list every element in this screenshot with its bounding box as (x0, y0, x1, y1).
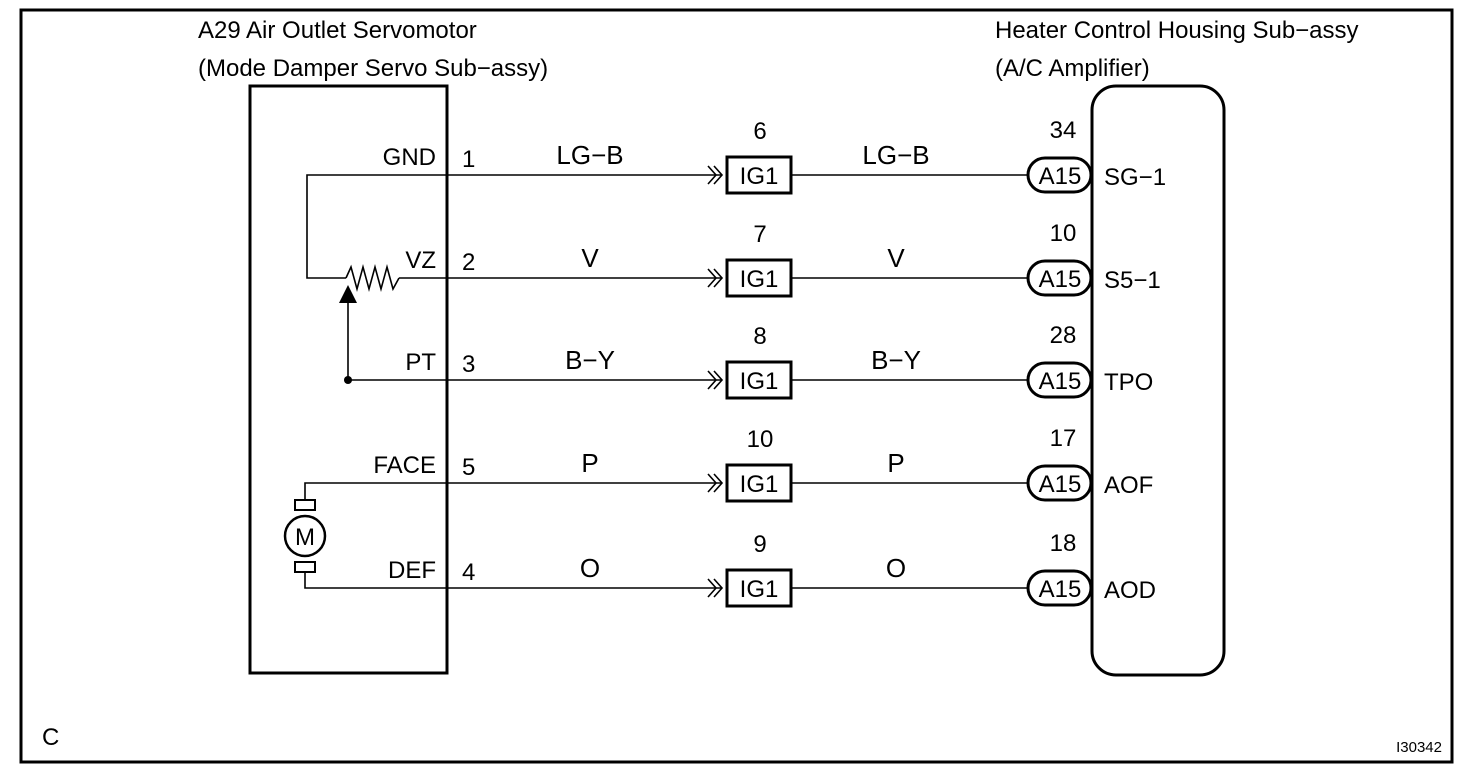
junction-connector-label: IG1 (740, 163, 779, 190)
junction-connector-label: IG1 (740, 266, 779, 293)
wire-color-right: P (887, 448, 904, 478)
amp-pin-number: 34 (1050, 117, 1077, 144)
amp-connector-label: A15 (1039, 163, 1082, 190)
potentiometer-circuit (306, 174, 447, 384)
amp-pin-number: 18 (1050, 530, 1077, 557)
junction-pin-number: 7 (753, 221, 766, 248)
circuit-rows: GND 1 LG−B 6 IG1 LG−B 34 A15 SG−1 VZ 2 V… (373, 117, 1166, 608)
servo-pin-number: 3 (462, 351, 475, 378)
amp-connector-label: A15 (1039, 576, 1082, 603)
circuit-row: PT 3 B−Y 8 IG1 B−Y 28 A15 TPO (405, 322, 1153, 400)
wire-color-right: V (887, 243, 905, 273)
connector-chevron-icon (707, 578, 718, 598)
junction-connector-label: IG1 (740, 576, 779, 603)
left-component-title-line1: A29 Air Outlet Servomotor (198, 17, 477, 44)
connector-chevron-icon (707, 268, 718, 288)
connector-chevron-icon (713, 578, 724, 598)
motor-circuit: M (283, 482, 447, 589)
junction-pin-number: 8 (753, 323, 766, 350)
connector-chevron-icon (713, 473, 724, 493)
figure-code: I30342 (1396, 739, 1442, 756)
amp-pin-number: 10 (1050, 220, 1077, 247)
circuit-row: FACE 5 P 10 IG1 P 17 A15 AOF (373, 425, 1153, 503)
motor-label: M (295, 524, 315, 551)
amp-connector-label: A15 (1039, 368, 1082, 395)
wire-color-left: V (581, 243, 599, 273)
amp-connector-capsule (1026, 464, 1093, 502)
right-component-title-line1: Heater Control Housing Sub−assy (995, 17, 1359, 44)
resistor-symbol (345, 263, 400, 293)
servo-pin-number: 1 (462, 146, 475, 173)
junction-pin-number: 10 (747, 426, 774, 453)
wire-color-left: LG−B (556, 140, 623, 170)
signal-label: VZ (405, 247, 436, 274)
circuit-row: VZ 2 V 7 IG1 V 10 A15 S5−1 (405, 220, 1161, 298)
corner-label: C (42, 724, 59, 751)
amp-connector-capsule (1026, 569, 1093, 607)
signal-label: PT (405, 349, 436, 376)
wire-color-right: B−Y (871, 345, 921, 375)
amp-connector-capsule (1026, 259, 1093, 297)
amp-pin-number: 17 (1050, 425, 1077, 452)
amp-terminal-label: S5−1 (1104, 267, 1161, 294)
signal-label: FACE (373, 452, 436, 479)
wire-color-left: P (581, 448, 598, 478)
connector-chevron-icon (707, 165, 718, 185)
wire-color-right: O (886, 553, 906, 583)
amp-terminal-label: SG−1 (1104, 164, 1166, 191)
amp-terminal-label: AOD (1104, 577, 1156, 604)
left-component-title-line2: (Mode Damper Servo Sub−assy) (198, 55, 548, 82)
gnd-to-resistor-wire (306, 174, 447, 279)
motor-brush-top (294, 499, 316, 511)
signal-label: DEF (388, 557, 436, 584)
connector-chevron-icon (713, 370, 724, 390)
junction-connector-label: IG1 (740, 471, 779, 498)
servo-pin-number: 4 (462, 559, 475, 586)
motor-to-def-wire (304, 572, 447, 589)
wiper-arrow (339, 285, 357, 303)
amp-connector-label: A15 (1039, 266, 1082, 293)
junction-pin-number: 6 (753, 118, 766, 145)
servo-pin-number: 2 (462, 249, 475, 276)
right-component-title-line2: (A/C Amplifier) (995, 55, 1150, 82)
circuit-row: GND 1 LG−B 6 IG1 LG−B 34 A15 SG−1 (383, 117, 1166, 195)
diagram-frame (19, 8, 1454, 764)
circuit-row: DEF 4 O 9 IG1 O 18 A15 AOD (388, 530, 1156, 608)
amp-pin-number: 28 (1050, 322, 1077, 349)
face-to-motor-wire (304, 482, 447, 500)
connector-chevron-icon (707, 473, 718, 493)
amp-connector-capsule (1026, 361, 1093, 399)
connector-chevron-icon (713, 268, 724, 288)
amp-connector-label: A15 (1039, 471, 1082, 498)
motor-brush-bottom (294, 561, 316, 573)
connector-chevron-icon (713, 165, 724, 185)
wire-color-left: O (580, 553, 600, 583)
servo-pin-number: 5 (462, 454, 475, 481)
amp-terminal-label: AOF (1104, 472, 1153, 499)
motor-icon (283, 514, 327, 558)
junction-pin-number: 9 (753, 531, 766, 558)
connector-chevron-icon (707, 370, 718, 390)
signal-label: GND (383, 144, 436, 171)
wire-color-right: LG−B (862, 140, 929, 170)
wire-color-left: B−Y (565, 345, 615, 375)
amp-connector-capsule (1026, 156, 1093, 194)
amp-terminal-label: TPO (1104, 369, 1153, 396)
junction-connector-label: IG1 (740, 368, 779, 395)
